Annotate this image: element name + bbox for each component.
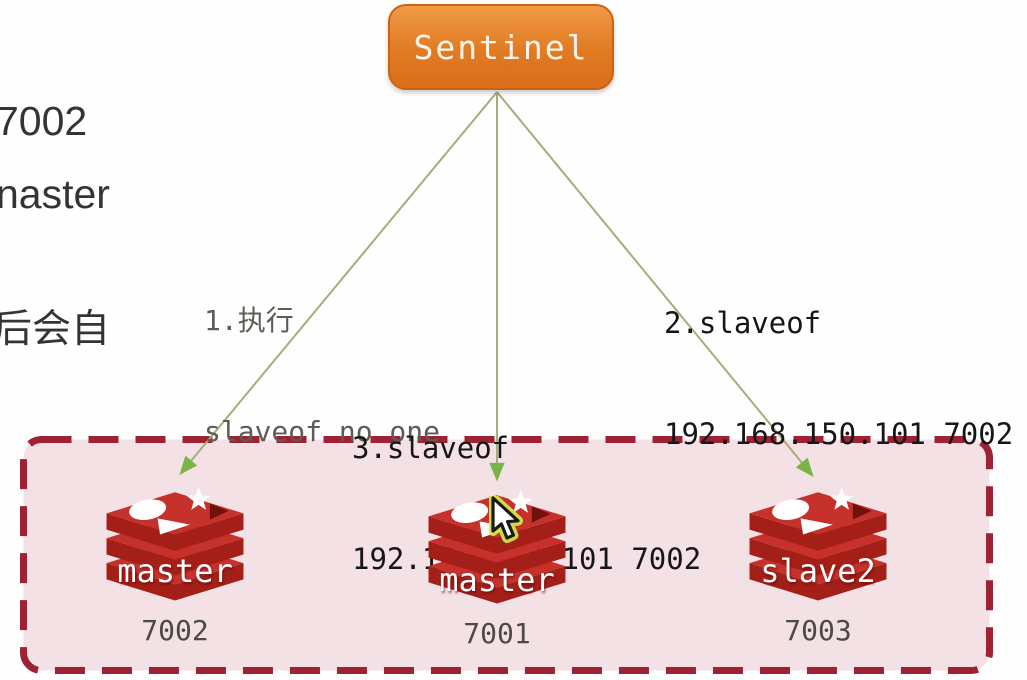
sentinel-label: Sentinel <box>413 27 589 67</box>
node-role-label: master <box>117 552 233 590</box>
background-text-7002: 7002 <box>0 98 88 144</box>
node-port-label: 7003 <box>784 614 852 647</box>
redis-node-master-7002: master 7002 <box>100 486 250 656</box>
redis-node-master-7001: master 7001 <box>422 489 572 659</box>
arrow-label-3-line1: 3.slaveof <box>352 431 510 465</box>
arrow-label-1-line1: 1.执行 <box>204 304 294 337</box>
node-port-label: 7002 <box>141 614 209 647</box>
sentinel-box: Sentinel <box>388 4 614 90</box>
redis-icon <box>749 487 887 601</box>
arrow-label-2: 2.slaveof 192.168.150.101 7002 <box>664 231 1013 527</box>
arrow-label-2-line2: 192.168.150.101 7002 <box>664 417 1014 451</box>
redis-icon <box>106 487 244 601</box>
background-text-cjk: 后会自 <box>0 308 111 351</box>
node-port-label: 7001 <box>463 617 531 650</box>
arrow-label-1-line2: slaveof no one <box>204 415 441 448</box>
node-role-label: slave2 <box>760 552 876 590</box>
arrow-label-1: 1.执行 slaveof no one <box>204 228 440 524</box>
background-text-master: naster <box>0 171 110 217</box>
redis-node-slave2-7003: slave2 7003 <box>743 486 893 656</box>
node-role-label: master <box>439 561 555 599</box>
arrow-label-2-line1: 2.slaveof <box>664 306 822 340</box>
